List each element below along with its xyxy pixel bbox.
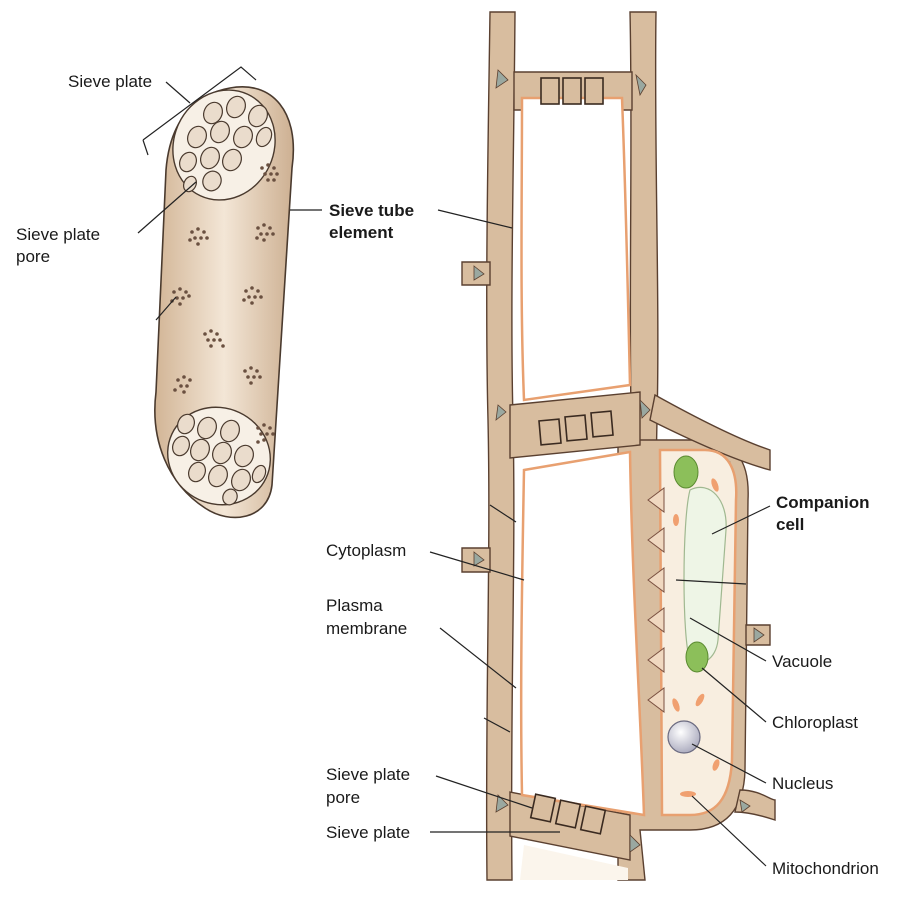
leader-pore [436, 776, 532, 808]
label-sieve-tube-line1: Sieve tube [329, 201, 414, 220]
label-nucleus: Nucleus [772, 774, 833, 793]
label-mitochondrion: Mitochondrion [772, 859, 879, 878]
label-sieve-plate: Sieve plate [326, 823, 410, 842]
lower-sieve-tube-lumen [521, 452, 644, 815]
label-sieve-tube-line2: element [329, 223, 394, 242]
label-chloroplast: Chloroplast [772, 713, 858, 732]
label-companion-line1: Companion [776, 493, 870, 512]
chloroplast-upper [674, 456, 698, 488]
label-left-pore-line1: Sieve plate [16, 225, 100, 244]
label-pore-line1: Sieve plate [326, 765, 410, 784]
longitudinal-section [462, 12, 775, 880]
top-sieve-plate-boxes [541, 78, 603, 104]
upper-sieve-tube-lumen [522, 98, 631, 400]
label-plasma-line1: Plasma [326, 596, 383, 615]
sieve-tube-element-3d [143, 67, 293, 521]
chloroplast-lower [686, 642, 708, 672]
label-companion-line2: cell [776, 515, 804, 534]
label-plasma-line2: membrane [326, 619, 407, 638]
label-left-pore-line2: pore [16, 247, 50, 266]
nucleus [668, 721, 700, 753]
label-left-sieve-plate: Sieve plate [68, 72, 152, 91]
label-vacuole: Vacuole [772, 652, 832, 671]
label-cytoplasm: Cytoplasm [326, 541, 406, 560]
label-pore-line2: pore [326, 788, 360, 807]
leader-left-sieve-plate [166, 82, 190, 103]
